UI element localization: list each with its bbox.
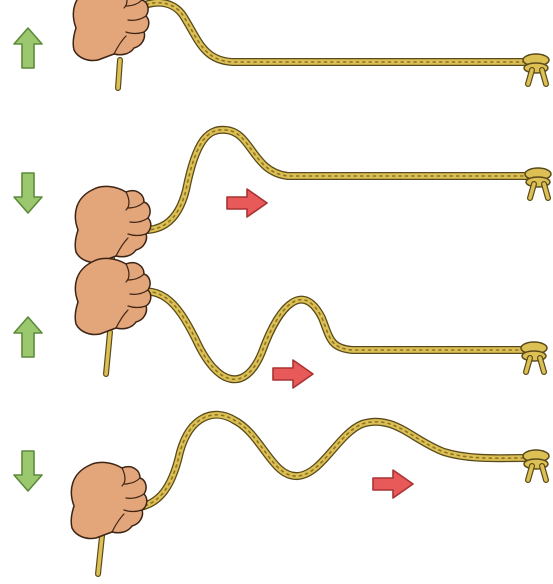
arrow-up-icon-row-1 [13,27,43,69]
hand-shape [72,0,150,62]
rope-row-3 [103,287,526,384]
hand-shape [74,257,152,336]
knot-tail [526,464,534,482]
rope-twist [125,129,527,231]
arrow-right-icon-row-3 [272,359,314,389]
arrow-right-icon-row-4 [372,469,414,499]
hand-icon-row-1 [72,0,150,62]
arrow-down-icon-row-2 [13,172,43,214]
rope-body [123,127,529,233]
hand-icon-row-2 [74,185,152,264]
rope-row-1 [115,0,528,91]
rope-knot-row-2 [524,167,552,201]
rope-tail [116,58,122,90]
rope-twist [121,290,523,380]
rope-knot-row-1 [522,53,550,87]
rope-body [117,0,527,65]
knot-tail [524,356,532,374]
arrow-up-icon-row-3 [13,316,43,358]
knot-tail [528,182,536,200]
knot-tail [538,356,546,374]
rope-knot-row-4 [522,449,550,483]
knot-tail [540,68,548,86]
rope-row-2 [105,125,530,287]
arrow-right-icon-row-2 [226,188,268,218]
arrow-down-icon-row-4 [13,450,43,492]
hand-shape [74,185,152,264]
hand-shape [70,461,148,540]
hand-icon-row-3 [74,257,152,336]
rope-twist [119,414,525,510]
knot-tail [526,68,534,86]
rope-tail [104,330,112,376]
knot-tail [540,464,548,482]
rope-knot-row-3 [520,341,548,375]
rope-outline [118,287,526,384]
hand-icon-row-4 [70,461,148,540]
rope-tail [96,534,104,576]
rope-body [119,288,525,382]
knot-tail [542,182,550,200]
rope-row-4 [95,410,528,577]
